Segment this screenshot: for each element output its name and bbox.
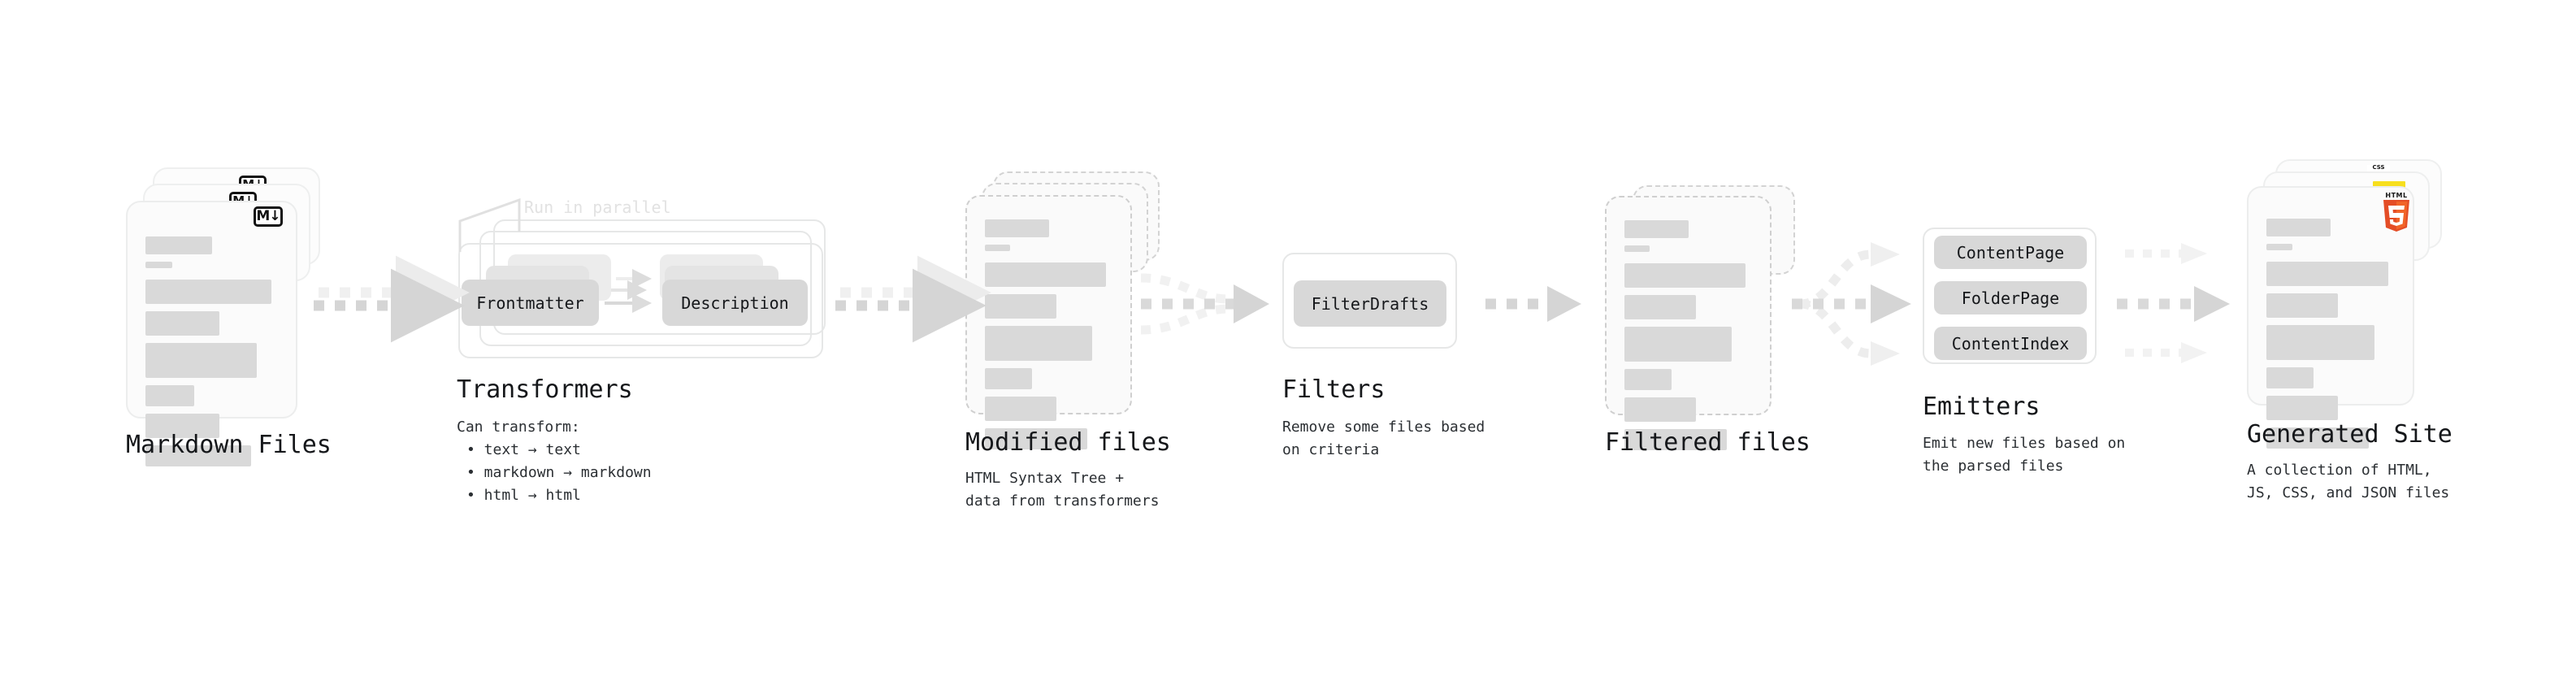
filtered-file-card bbox=[1605, 196, 1772, 450]
filters-subtitle: Remove some files based on criteria bbox=[1282, 419, 1485, 458]
skeleton-line bbox=[985, 245, 1011, 251]
markdown-file-card bbox=[126, 201, 297, 466]
markdown-skeleton-lines bbox=[145, 236, 278, 474]
stage-title-markdown-files: Markdown Files bbox=[126, 431, 332, 459]
html5-icon-label: HTML bbox=[2385, 192, 2408, 199]
modified-files-subtitle: HTML Syntax Tree + data from transformer… bbox=[965, 470, 1160, 510]
skeleton-line bbox=[145, 414, 220, 438]
transformers-bullet-0: • text → text bbox=[466, 441, 581, 458]
skeleton-line bbox=[1624, 220, 1689, 238]
stage-title-emitters: Emitters bbox=[1923, 393, 2040, 421]
skeleton-line bbox=[2266, 219, 2331, 236]
skeleton-line bbox=[985, 262, 1107, 287]
transformer-pill-frontmatter[interactable]: Frontmatter bbox=[462, 280, 599, 326]
skeleton-line bbox=[145, 262, 172, 268]
emitter-pill-folderpage[interactable]: FolderPage bbox=[1934, 281, 2087, 314]
emitter-pill-contentindex[interactable]: ContentIndex bbox=[1934, 327, 2087, 360]
connector-filtered-to-emitters bbox=[1792, 242, 1911, 366]
skeleton-line bbox=[1624, 263, 1746, 288]
modified-file-card bbox=[965, 195, 1132, 449]
skeleton-line bbox=[145, 236, 212, 254]
filter-pill-filterdrafts[interactable]: FilterDrafts bbox=[1294, 280, 1446, 327]
stage-title-generated-site: Generated Site bbox=[2247, 420, 2452, 449]
connector-modified-to-filters bbox=[1140, 273, 1269, 335]
generated-site-card bbox=[2247, 186, 2414, 449]
skeleton-line bbox=[2266, 396, 2339, 420]
skeleton-line bbox=[985, 397, 1056, 421]
transformers-bullet-2: • html → html bbox=[466, 486, 581, 504]
skeleton-line bbox=[985, 219, 1049, 237]
skeleton-line bbox=[1624, 369, 1672, 390]
skeleton-line bbox=[2266, 427, 2370, 449]
skeleton-line bbox=[2266, 325, 2374, 360]
connector-transformers-to-modified bbox=[835, 255, 991, 343]
skeleton-line bbox=[985, 294, 1056, 319]
skeleton-line bbox=[1624, 429, 1727, 450]
skeleton-line bbox=[985, 326, 1092, 361]
css-icon-label: CSS bbox=[2372, 164, 2385, 171]
transformers-bullet-1: • markdown → markdown bbox=[466, 463, 652, 481]
emitters-group bbox=[1923, 228, 2097, 364]
skeleton-line bbox=[985, 428, 1087, 449]
markdown-icon: M↓ bbox=[254, 206, 283, 227]
connector-md-to-transformers bbox=[314, 255, 470, 343]
skeleton-line bbox=[145, 311, 220, 336]
skeleton-line bbox=[2266, 293, 2339, 318]
skeleton-line bbox=[2266, 244, 2292, 250]
skeleton-line bbox=[145, 385, 195, 406]
skeleton-line bbox=[1624, 397, 1696, 422]
emitter-pill-contentpage[interactable]: ContentPage bbox=[1934, 236, 2087, 269]
skeleton-line bbox=[1624, 245, 1650, 252]
stage-title-filters: Filters bbox=[1282, 375, 1386, 404]
modified-skeleton-lines bbox=[985, 219, 1112, 457]
transformers-subtitle: Can transform: bbox=[457, 419, 580, 436]
connector-filters-to-filtered bbox=[1485, 286, 1581, 322]
skeleton-line bbox=[2266, 367, 2314, 388]
filters-group bbox=[1282, 253, 1457, 349]
connector-emitters-to-site bbox=[2117, 243, 2230, 363]
skeleton-line bbox=[1624, 295, 1696, 319]
stage-title-filtered-files: Filtered files bbox=[1605, 428, 1811, 457]
skeleton-line bbox=[145, 445, 252, 466]
skeleton-line bbox=[145, 280, 271, 304]
skeleton-line bbox=[985, 368, 1033, 389]
generated-site-subtitle: A collection of HTML, JS, CSS, and JSON … bbox=[2247, 462, 2450, 501]
stage-title-modified-files: Modified files bbox=[965, 428, 1171, 457]
html5-icon: HTML bbox=[2379, 192, 2413, 232]
stage-title-transformers: Transformers bbox=[457, 375, 633, 404]
site-skeleton-lines bbox=[2266, 219, 2395, 456]
emitters-subtitle: Emit new files based on the parsed files bbox=[1923, 435, 2126, 475]
skeleton-line bbox=[2266, 262, 2389, 286]
skeleton-line bbox=[145, 343, 257, 378]
transformer-pill-description[interactable]: Description bbox=[662, 280, 808, 326]
transformers-bullets: • text → text • markdown → markdown • ht… bbox=[466, 439, 652, 507]
filtered-skeleton-lines bbox=[1624, 220, 1752, 458]
skeleton-line bbox=[1624, 327, 1732, 362]
run-in-parallel-note: Run in parallel bbox=[524, 197, 671, 217]
